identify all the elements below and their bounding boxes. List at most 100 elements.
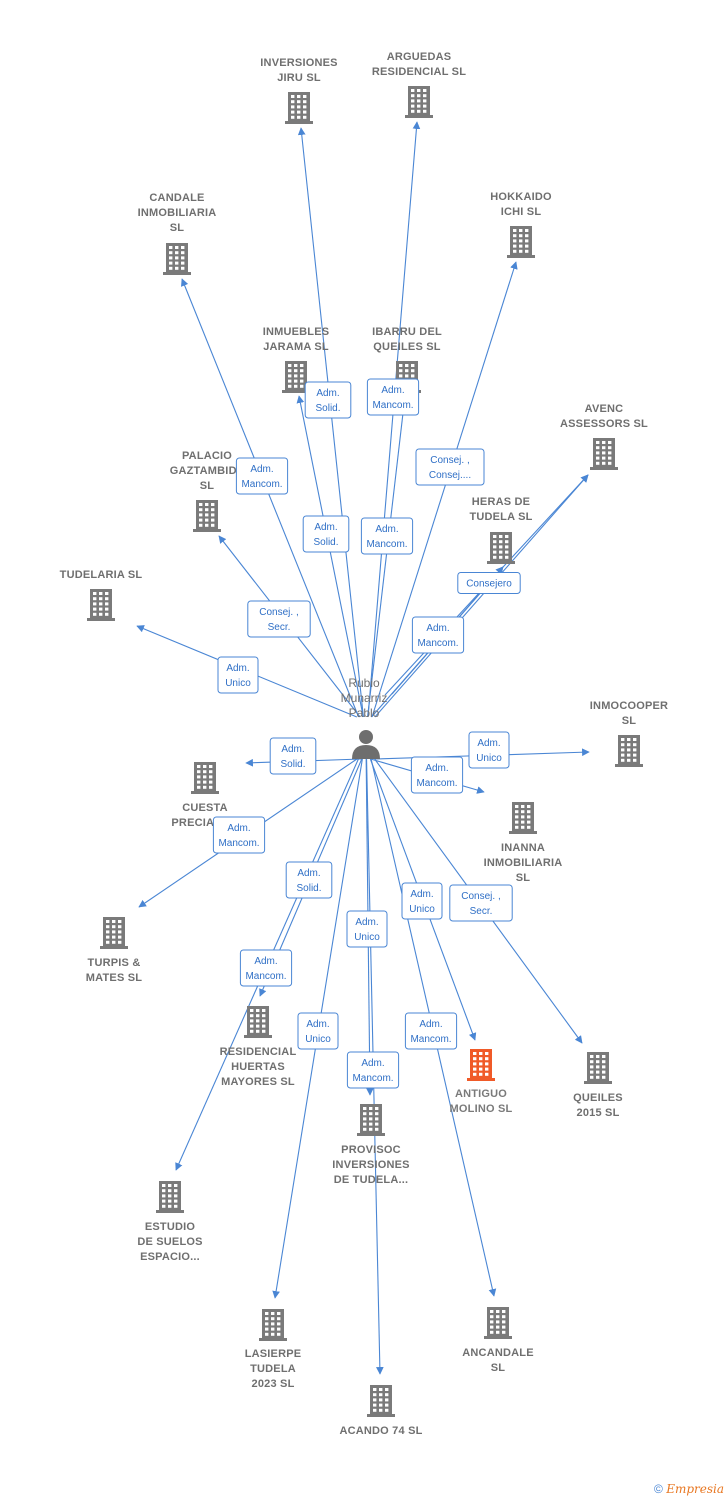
- edge-arguedas: [367, 121, 421, 718]
- company-label: SL: [200, 480, 215, 492]
- role-text: Mancom.: [372, 400, 413, 411]
- company-label: SL: [516, 872, 531, 884]
- role-text: Unico: [476, 753, 502, 764]
- building-icon: [615, 735, 643, 767]
- company-label: CANDALE: [149, 192, 204, 204]
- role-text: Mancom.: [218, 838, 259, 849]
- company-label: INMOBILIARIA: [484, 857, 563, 869]
- company-label: AVENC: [585, 403, 624, 415]
- role-text: Adm.: [425, 763, 448, 774]
- building-icon: [163, 243, 191, 275]
- role-text: Unico: [409, 904, 435, 915]
- role-text: Mancom.: [352, 1073, 393, 1084]
- role-text: Unico: [225, 678, 251, 689]
- role-box-frame: [468, 731, 510, 769]
- company-label: PROVISOC: [341, 1144, 401, 1156]
- role-box-frame: [212, 816, 266, 854]
- role-box-palacio[interactable]: Consej. ,Secr.: [247, 600, 311, 638]
- company-label: LASIERPE: [245, 1348, 302, 1360]
- company-label: QUEILES SL: [373, 341, 440, 353]
- role-text: Adm.: [410, 889, 433, 900]
- company-label: HERAS DE: [472, 496, 530, 508]
- company-label: IBARRU DEL: [372, 326, 442, 338]
- role-box-antiguo-molino[interactable]: Adm. Unico: [401, 882, 443, 920]
- role-box-inversiones-jiru[interactable]: Adm.Solid.: [304, 381, 352, 419]
- role-box-acando[interactable]: Adm. Mancom.: [346, 1051, 400, 1089]
- company-label: 2023 SL: [252, 1378, 295, 1390]
- role-box-turpis[interactable]: Adm.Mancom.: [212, 816, 266, 854]
- edge-inversiones-jiru: [297, 127, 364, 718]
- role-box-frame: [217, 656, 259, 694]
- building-icon: [285, 92, 313, 124]
- building-icon: [584, 1052, 612, 1084]
- company-label: GAZTAMBIDE: [170, 465, 245, 477]
- company-label: INVERSIONES: [260, 57, 337, 69]
- role-box-frame: [297, 1012, 339, 1050]
- company-label: MATES SL: [86, 972, 142, 984]
- role-text: Adm.: [419, 1019, 442, 1030]
- role-box-ibarru[interactable]: Adm.Mancom.: [360, 517, 414, 555]
- person-name: Pablo: [349, 706, 380, 720]
- role-box-frame: [269, 737, 317, 775]
- company-label: ACANDO 74 SL: [339, 1425, 422, 1437]
- role-box-candale[interactable]: Adm.Mancom.: [235, 457, 289, 495]
- role-box-heras[interactable]: Consejero: [457, 572, 521, 594]
- role-text: Adm.: [281, 744, 304, 755]
- role-box-frame: [235, 457, 289, 495]
- company-label: TUDELARIA SL: [60, 569, 143, 581]
- role-box-queiles-2015[interactable]: Consej. ,Secr.: [449, 884, 513, 922]
- building-icon: [467, 1049, 495, 1081]
- role-box-lasierpe[interactable]: Adm.Unico: [297, 1012, 339, 1050]
- person-name: Munarriz: [341, 691, 388, 705]
- role-box-estudio[interactable]: Adm.Mancom.: [239, 949, 293, 987]
- building-icon: [367, 1385, 395, 1417]
- role-box-residencial-huertas[interactable]: Adm.Solid.: [285, 861, 333, 899]
- role-box-inmuebles-jarama[interactable]: Adm.Solid.: [302, 515, 350, 553]
- company-node-acando[interactable]: ACANDO 74 SL: [339, 1385, 422, 1437]
- building-icon: [193, 500, 221, 532]
- role-box-inanna[interactable]: Adm.Mancom.: [410, 756, 464, 794]
- building-icon: [100, 917, 128, 949]
- role-box-avenc[interactable]: Adm.Mancom.: [411, 616, 465, 654]
- role-box-hokkaido[interactable]: Consej. ,Consej....: [415, 448, 485, 486]
- company-label: DE SUELOS: [137, 1236, 202, 1248]
- company-node-turpis[interactable]: TURPIS &MATES SL: [86, 917, 142, 984]
- role-box-cuesta[interactable]: Adm.Solid.: [269, 737, 317, 775]
- footer[interactable]: © Empresia: [654, 1482, 724, 1496]
- company-label: ARGUEDAS: [387, 51, 452, 63]
- role-text: Adm.: [361, 1058, 384, 1069]
- building-icon: [357, 1104, 385, 1136]
- role-box-inmocooper[interactable]: Adm.Unico: [468, 731, 510, 769]
- role-box-provisoc[interactable]: Adm.Unico: [346, 910, 388, 948]
- building-icon: [244, 1006, 272, 1038]
- brand-logo[interactable]: Empresia: [666, 1482, 724, 1496]
- role-box-frame: [302, 515, 350, 553]
- role-box-ancandale[interactable]: Adm.Mancom.: [404, 1012, 458, 1050]
- role-box-tudelaria[interactable]: Adm.Unico: [217, 656, 259, 694]
- company-node-tudelaria[interactable]: TUDELARIA SL: [60, 569, 143, 621]
- role-box-frame: [411, 616, 465, 654]
- role-box-arguedas[interactable]: Adm.Mancom.: [366, 378, 420, 416]
- company-label: SL: [622, 715, 637, 727]
- role-box-frame: [346, 910, 388, 948]
- building-icon: [87, 589, 115, 621]
